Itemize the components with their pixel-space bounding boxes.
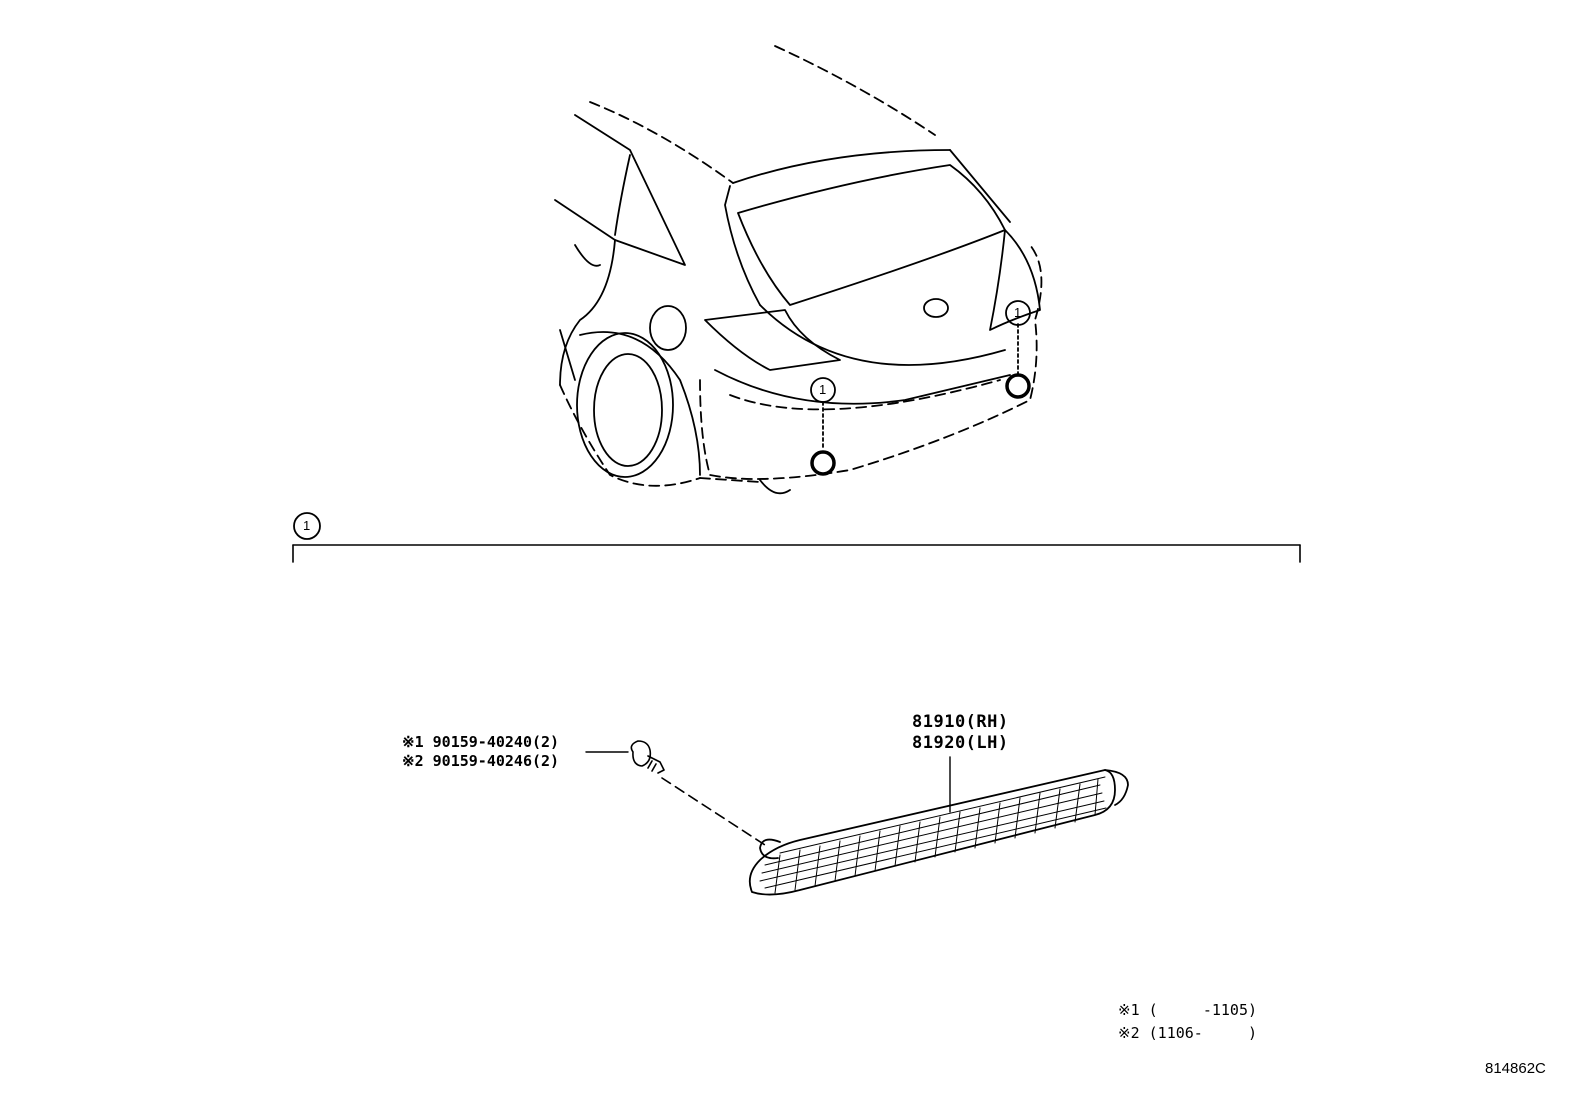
fastener-number-1: ※1 90159-40240(2) — [402, 733, 560, 751]
callout-number-left: 1 — [819, 382, 827, 397]
fastener-number-2: ※2 90159-40246(2) — [402, 752, 560, 770]
callout-bubble-section — [293, 512, 321, 540]
vehicle-rear-illustration — [554, 45, 1043, 495]
part-number-lh: 81920(LH) — [912, 733, 1009, 753]
install-path — [661, 777, 766, 846]
callout-number-right: 1 — [1014, 305, 1022, 320]
note-2: ※2 (1106- ) — [1118, 1024, 1257, 1042]
illustration-code: 814862C — [1485, 1060, 1546, 1077]
section-bracket — [292, 544, 1301, 563]
callout-number-section: 1 — [303, 518, 311, 533]
note-1: ※1 ( -1105) — [1118, 1001, 1257, 1019]
reflector-location-left — [810, 450, 836, 476]
callout-bubble-left — [810, 377, 836, 403]
reflector-part — [748, 769, 1129, 896]
screw-icon — [630, 740, 665, 774]
part-number-rh: 81910(RH) — [912, 712, 1009, 732]
callout-leaders — [822, 323, 1019, 451]
callout-bubble-right — [1005, 300, 1031, 326]
reflector-location-right — [1005, 373, 1031, 399]
reflector-lens-grid — [759, 776, 1107, 894]
